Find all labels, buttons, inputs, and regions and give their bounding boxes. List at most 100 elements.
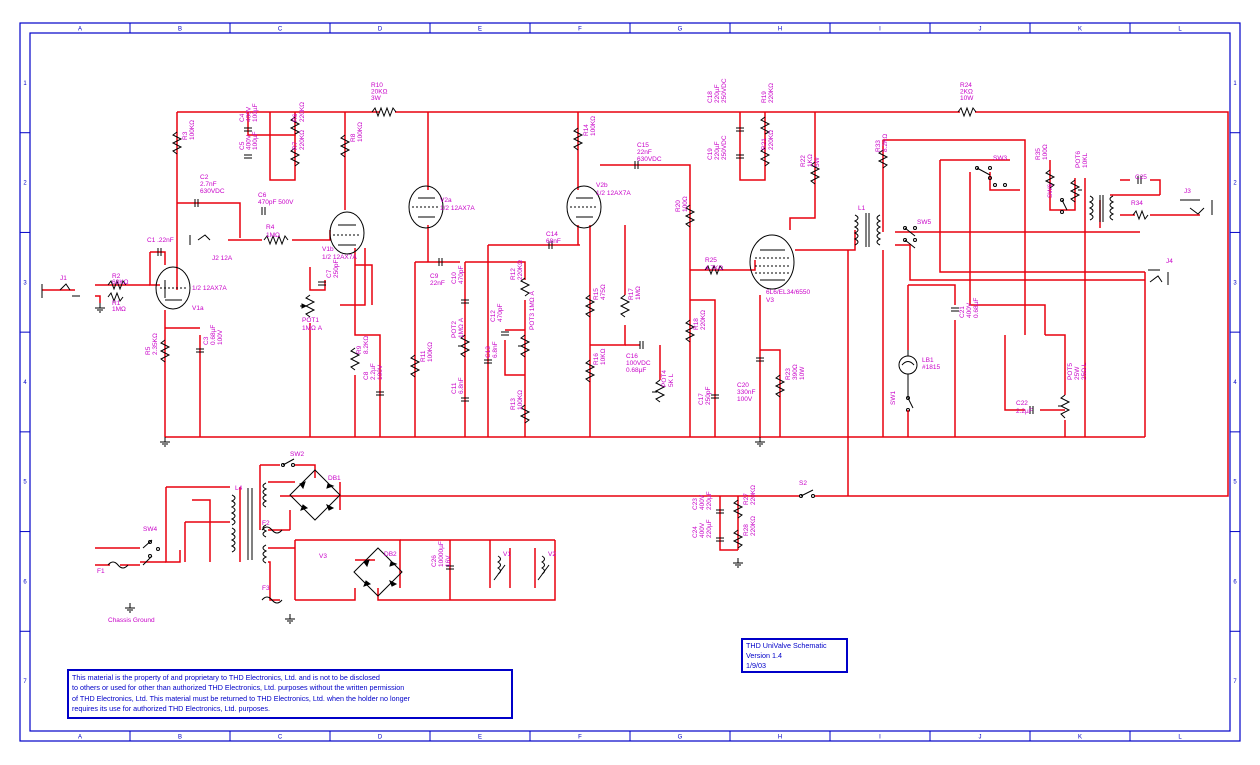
- resistor-r1: [107, 291, 124, 303]
- label-line: R23: [785, 368, 792, 380]
- label-line: J3: [1184, 188, 1191, 195]
- resistor-r19: [759, 116, 771, 135]
- label-line: 20KΩ: [371, 89, 388, 96]
- resistor-r24: [957, 106, 977, 118]
- label-line: R34: [1131, 200, 1143, 207]
- label-line: 220KΩ: [750, 516, 757, 536]
- label-c10: C10470pF: [451, 266, 465, 284]
- label-line: 1/2 12AX7A: [322, 254, 357, 261]
- label-line: 1MΩ A: [302, 325, 323, 332]
- frame-column-label: E: [478, 27, 482, 33]
- capacitor-c9: [438, 258, 443, 266]
- label-line: C8: [363, 371, 370, 380]
- resistor-r18: [684, 319, 696, 343]
- label-line: 630VDC: [637, 156, 662, 163]
- title-block: THD UniValve Schematic Version 1.4 1/9/0…: [741, 638, 848, 673]
- resistor-r22: [809, 161, 821, 185]
- label-line: SW6: [1047, 184, 1054, 198]
- label-sw4: SW4: [143, 526, 157, 533]
- label-j4: J4: [1166, 258, 1173, 265]
- label-line: F2: [262, 520, 270, 527]
- label-line: 1/2 12AX7A: [596, 190, 631, 197]
- label-line: C13: [485, 346, 492, 358]
- label-line: POT2: [451, 321, 458, 338]
- label-line: 22nF: [637, 149, 652, 156]
- label-line: 3W: [371, 95, 382, 102]
- ground-symbol: [95, 303, 105, 313]
- label-c26: C2610000µF16V: [431, 541, 452, 567]
- label-line: 2.7nF: [200, 181, 217, 188]
- label-line: DB2: [384, 551, 397, 558]
- frame-row-label: 7: [23, 679, 27, 685]
- label-line: 330nF: [737, 389, 755, 396]
- label-line: C3: [203, 336, 210, 345]
- label-pot3: POT3 1MΩ A: [529, 291, 536, 330]
- label-line: F1: [97, 568, 105, 575]
- pot5: [1058, 394, 1071, 419]
- schematic-version: Version 1.4: [746, 651, 782, 660]
- capacitor-c10: [461, 299, 469, 304]
- notice-line: This material is the property of and pro…: [72, 673, 380, 682]
- label-line: 470pF: [497, 304, 504, 322]
- label-line: J2 12A: [212, 255, 233, 262]
- label-r13: R13100KΩ: [510, 390, 524, 410]
- label-r21: R21220KΩ: [761, 130, 775, 150]
- label-line: L1: [858, 205, 866, 212]
- capacitor-c15: [634, 161, 639, 169]
- label-line: 68KΩ: [112, 279, 129, 286]
- label-line: R15: [593, 288, 600, 300]
- label-line: V1: [503, 551, 511, 558]
- label-r5: R52.35KΩ: [145, 333, 159, 355]
- label-line: C10: [451, 272, 458, 284]
- resistor-r8: [339, 134, 351, 158]
- label-line: 5K L: [668, 373, 675, 387]
- label-line: J4: [1166, 258, 1173, 265]
- frame-column-label: E: [478, 735, 482, 741]
- label-line: R14: [583, 124, 590, 136]
- capacitor-c8: [376, 391, 384, 396]
- label-line: 1/2 12AX7A: [192, 285, 227, 292]
- label-v1a: 1/2 12AX7A V1a: [192, 285, 227, 312]
- frame-column-label: I: [879, 735, 881, 741]
- label-line: SW5: [917, 219, 931, 226]
- input-jack-j1: [41, 283, 80, 298]
- power-transformer-l4: [230, 482, 268, 564]
- label-line: F3: [262, 585, 270, 592]
- label-v1h: V1: [503, 551, 511, 558]
- label-line: 220µF: [714, 84, 721, 103]
- switch-sw1: [906, 396, 914, 437]
- frame-column-label: F: [578, 735, 582, 741]
- label-c17: C17250pF: [698, 387, 712, 405]
- resistor-r12: [519, 277, 531, 297]
- label-r12: R12220KΩ: [510, 260, 524, 280]
- label-line: 1/2 12AX7A: [440, 205, 475, 212]
- label-line: C25: [1135, 174, 1147, 181]
- ground-symbol: [160, 437, 170, 447]
- label-line: 6.8nF: [492, 341, 499, 358]
- frame-row-label: 3: [1233, 280, 1237, 286]
- label-sw5: SW5: [917, 219, 931, 226]
- label-c4: C4400V100µF: [239, 103, 259, 122]
- frame-row-label: 4: [1233, 380, 1237, 386]
- label-line: R22: [800, 155, 807, 167]
- switch-s2: [799, 489, 815, 498]
- label-r14: R14100KΩ: [583, 116, 597, 136]
- label-line: POT1: [302, 317, 319, 324]
- resistor-r13: [519, 404, 531, 424]
- label-line: 220KΩ: [299, 130, 306, 150]
- label-line: R17: [628, 288, 635, 300]
- label-line: 6L6/EL34/6550: [766, 289, 810, 296]
- label-line: #1815: [922, 364, 940, 371]
- label-line: R4: [266, 224, 275, 231]
- label-line: 250VDC: [721, 78, 728, 103]
- label-line: V1a: [192, 305, 204, 312]
- label-line: 2.2µF: [370, 363, 377, 380]
